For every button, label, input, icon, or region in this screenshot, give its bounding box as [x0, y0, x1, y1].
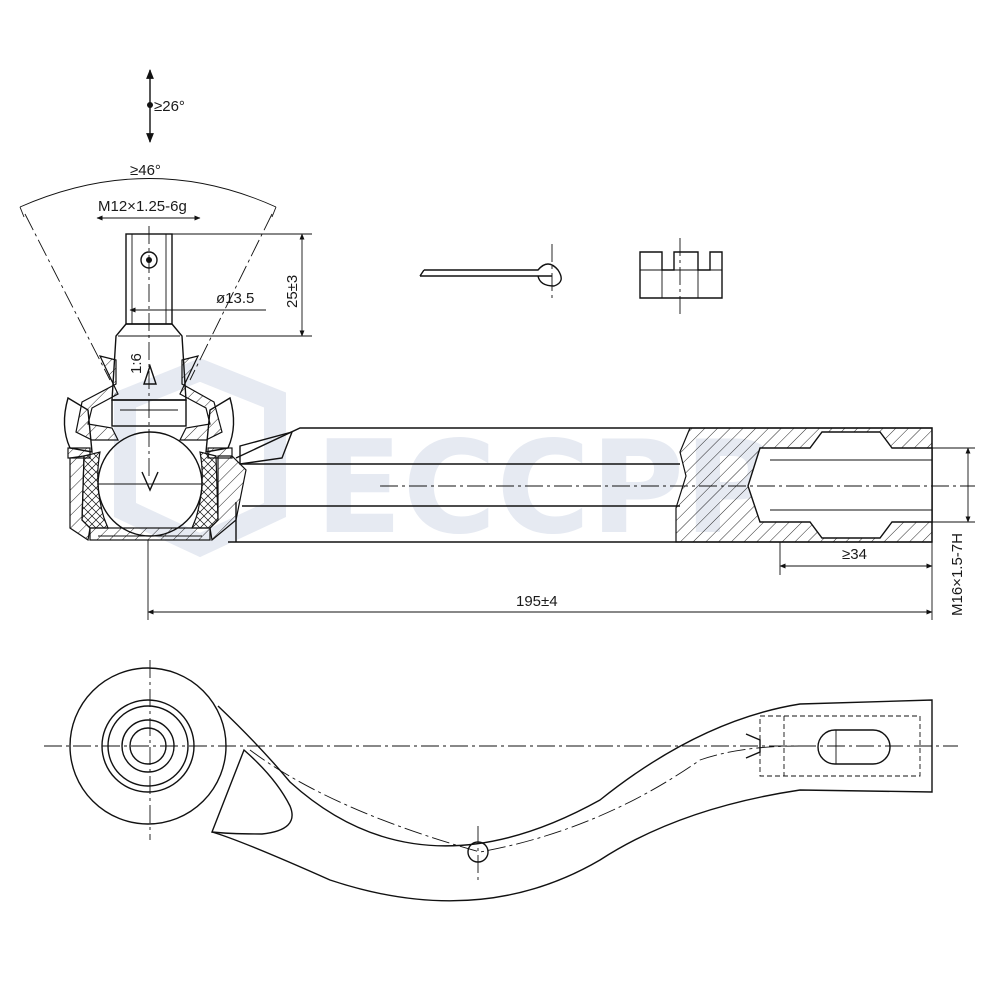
internal-thread-label: M16×1.5-7H	[949, 533, 966, 616]
overall-length-label: 195±4	[516, 593, 558, 610]
socket-housing	[69, 451, 247, 542]
swivel-angle-indicator	[146, 69, 154, 143]
ball-stud	[111, 226, 187, 480]
plan-view	[44, 660, 958, 902]
overall-dimension-lines	[147, 447, 975, 620]
cone-angle-label: ≥46°	[130, 162, 161, 179]
castle-nut	[639, 238, 723, 314]
cone-angle-indicator	[19, 178, 277, 381]
taper-label: 1:6	[128, 353, 145, 374]
stud-diameter-label: ø13.5	[216, 290, 254, 307]
stud-dimension-lines	[129, 233, 312, 337]
tie-rod-arm-section	[228, 427, 975, 543]
thread-depth-label: ≥34	[842, 546, 867, 563]
side-section-view: ≥26° ≥46° M12×1.25-6g ø13.5 1:6 25±3 ≥34…	[19, 69, 975, 620]
stud-thread-label: M12×1.25-6g	[98, 198, 187, 215]
stud-height-label: 25±3	[284, 275, 301, 308]
cotter-pin	[419, 244, 562, 300]
swivel-angle-label: ≥26°	[154, 98, 185, 115]
